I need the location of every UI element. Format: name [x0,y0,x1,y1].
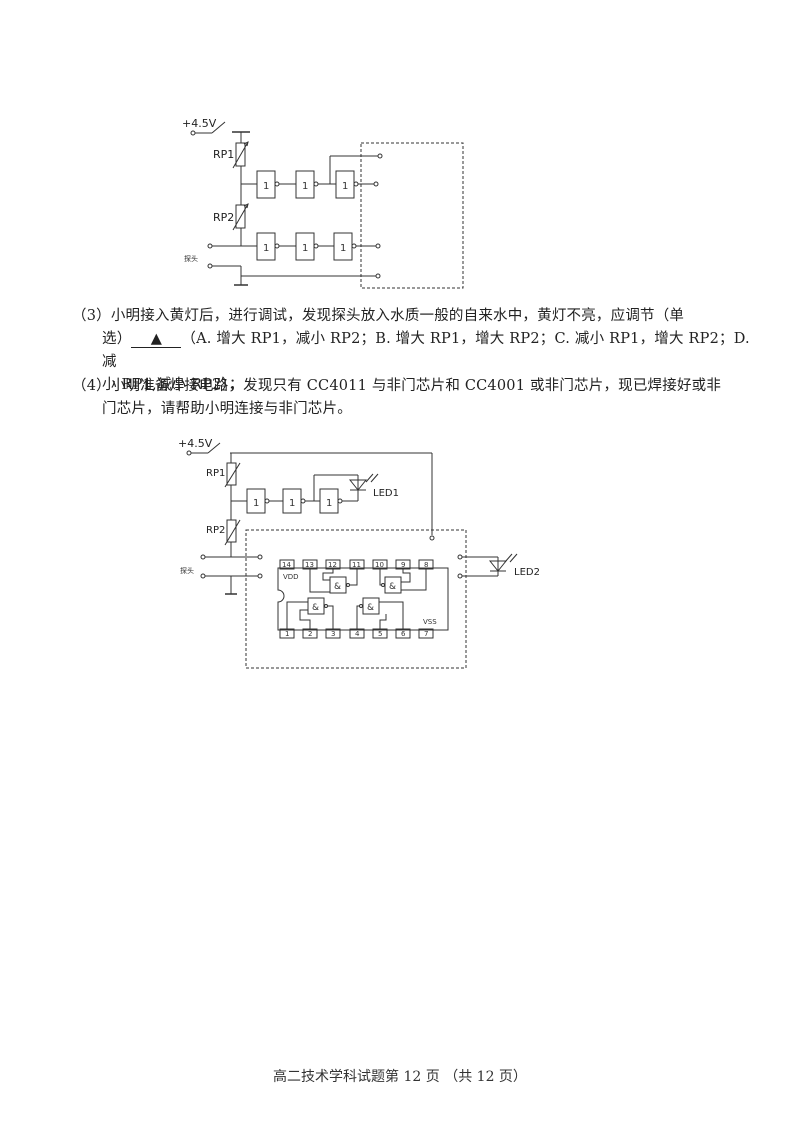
svg-text:7: 7 [424,630,428,638]
question-4-line-1: （4）小明准备焊接电路，发现只有 CC4011 与非门芯片和 CC4001 或非… [72,378,722,394]
svg-text:13: 13 [305,561,314,569]
svg-text:1: 1 [302,243,308,254]
question-3-line-1: （3）小明接入黄灯后，进行调试，发现探头放入水质一般的自来水中，黄灯不亮，应调节… [72,308,685,324]
question-3: （3）小明接入黄灯后，进行调试，发现探头放入水质一般的自来水中，黄灯不亮，应调节… [72,305,752,397]
rp1-label: RP1 [213,148,234,161]
svg-text:8: 8 [424,561,428,569]
svg-text:1: 1 [289,498,295,509]
supply-label: +4.5V [178,437,213,450]
svg-text:1: 1 [263,243,269,254]
led1-label: LED1 [373,488,399,499]
svg-text:VSS: VSS [423,618,437,626]
page-footer: 高二技术学科试题第 12 页 （共 12 页） [273,1069,527,1085]
svg-text:1: 1 [253,498,259,509]
svg-text:4: 4 [355,630,360,638]
svg-text:5: 5 [378,630,382,638]
rp2-label: RP2 [213,211,234,224]
svg-text:2: 2 [308,630,312,638]
svg-text:11: 11 [352,561,361,569]
circuit-diagram-1: +4.5V RP1 1 1 1 RP2 [182,117,464,289]
svg-text:&: & [367,603,374,613]
svg-text:1: 1 [340,243,346,254]
rp1-label: RP1 [206,468,225,479]
svg-text:3: 3 [331,630,335,638]
svg-text:6: 6 [401,630,406,638]
question-4-line-2: 门芯片，请帮助小明连接与非门芯片。 [102,401,352,417]
answer-blank: ▲ [131,331,182,348]
svg-text:1: 1 [326,498,332,509]
rp2-label: RP2 [206,525,225,536]
svg-text:14: 14 [282,561,291,569]
svg-text:1: 1 [263,181,269,192]
question-4: （4）小明准备焊接电路，发现只有 CC4011 与非门芯片和 CC4001 或非… [72,375,752,421]
svg-text:VDD: VDD [283,573,299,581]
probe-label: 探头 [184,254,198,263]
svg-text:1: 1 [285,630,289,638]
supply-label: +4.5V [182,117,217,130]
svg-text:10: 10 [375,561,384,569]
svg-text:9: 9 [401,561,405,569]
cc4011-chip: VDD VSS 14 13 12 11 10 9 8 1 2 [277,559,449,639]
svg-text:&: & [334,582,341,592]
circuit-diagram-2: +4.5V RP1 1 1 1 LED1 [178,437,540,669]
led2-label: LED2 [514,567,540,578]
svg-text:12: 12 [328,561,337,569]
question-3-line-3: 小 RP1,减小 RP2）； [102,377,244,393]
svg-text:1: 1 [342,181,348,192]
svg-text:1: 1 [302,181,308,192]
probe-label: 探头 [180,566,194,575]
svg-text:&: & [312,603,319,613]
svg-text:&: & [389,582,396,592]
